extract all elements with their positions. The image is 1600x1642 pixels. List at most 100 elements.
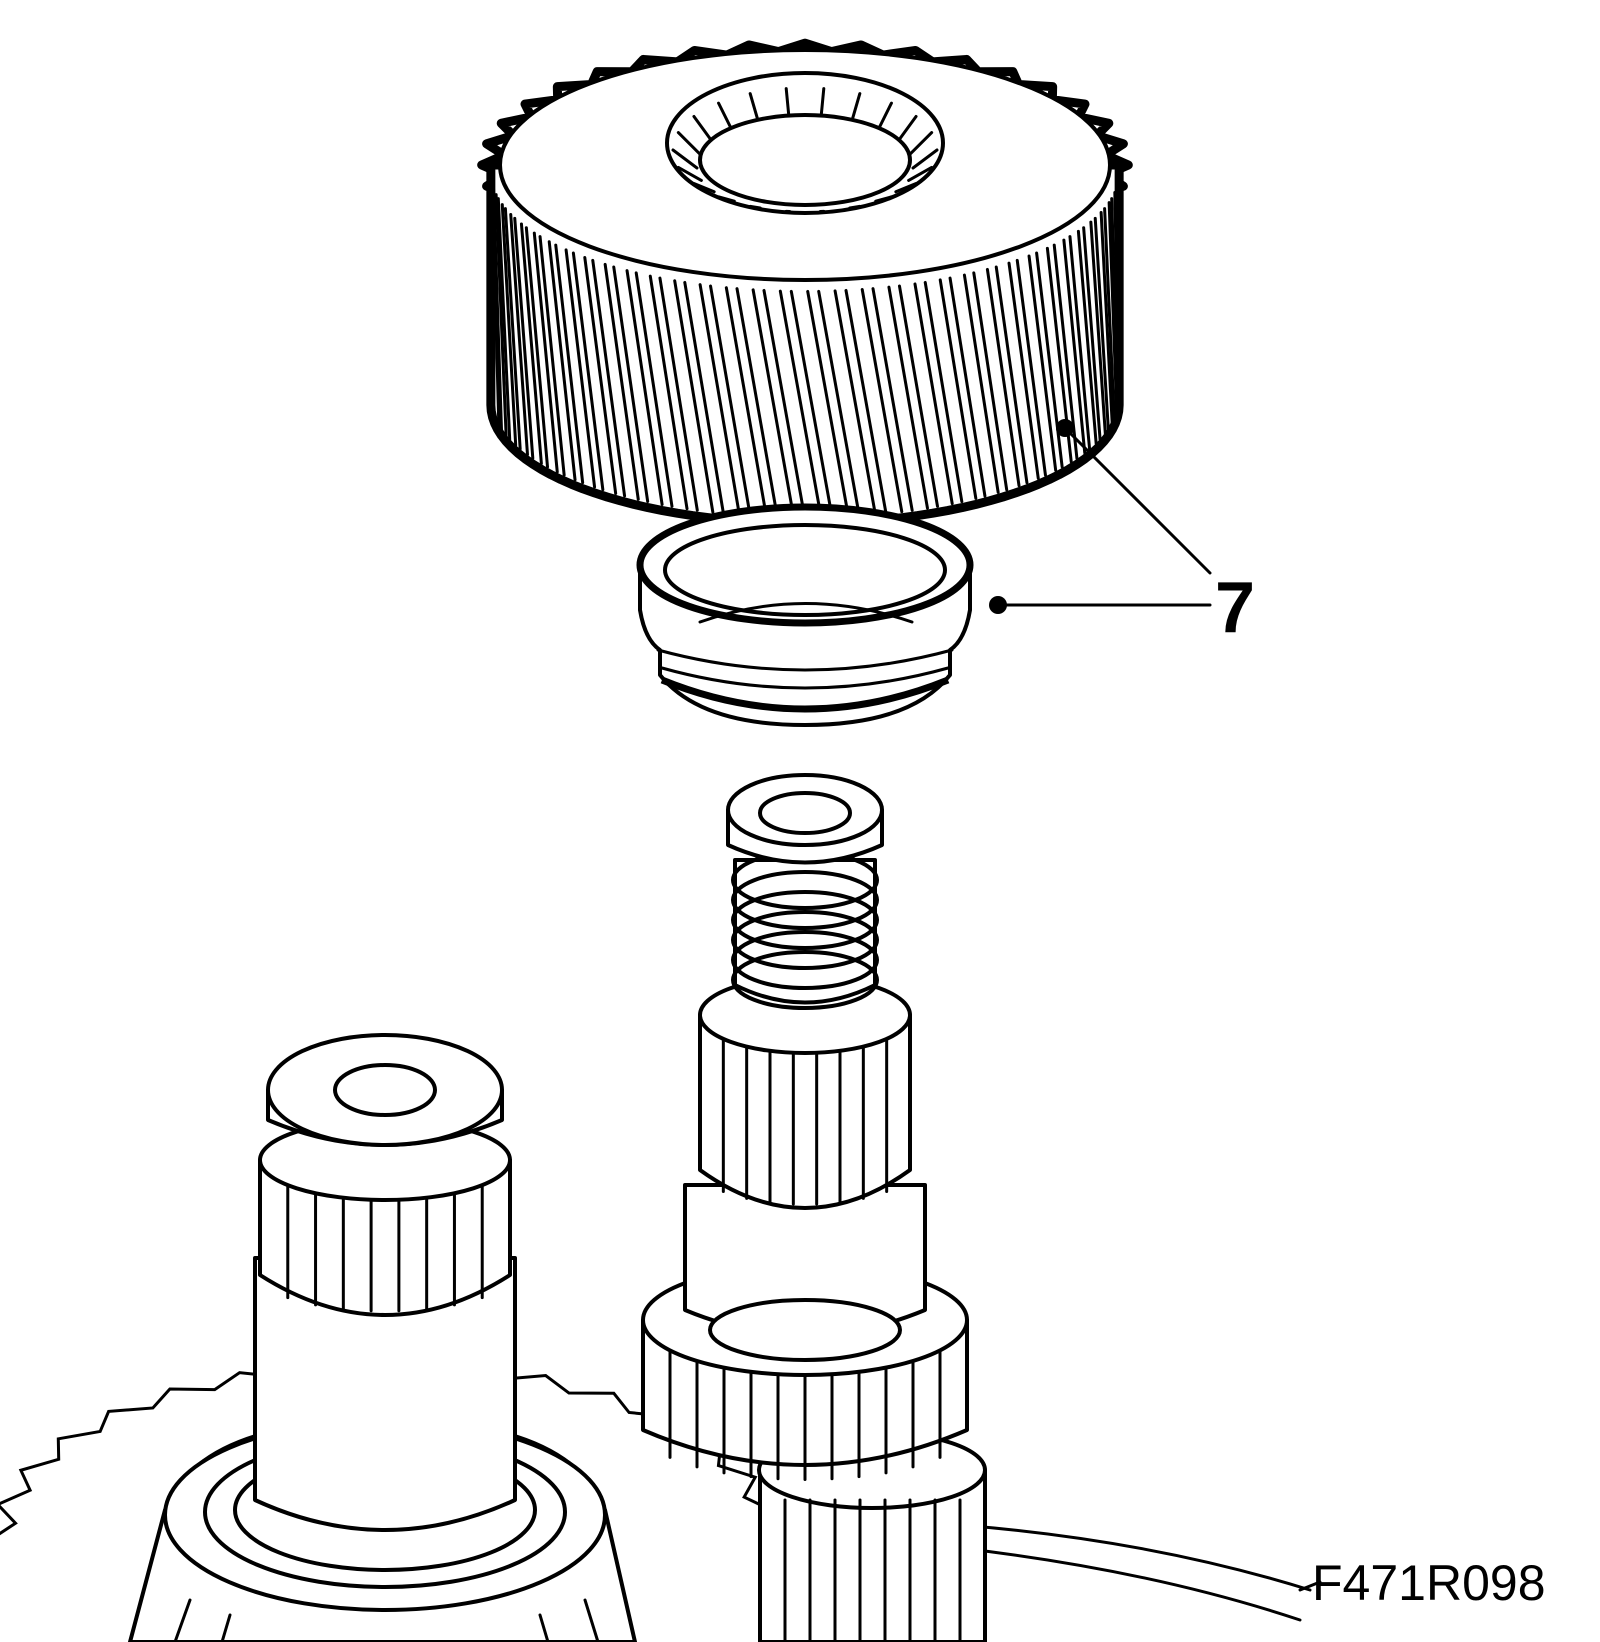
- gear-tooth-line: [887, 285, 929, 510]
- left-shaft-body: [253, 1256, 517, 1532]
- gear-tooth-line: [658, 276, 699, 512]
- right-spline-band: [698, 1013, 912, 1210]
- bore-spline-line: [676, 165, 703, 182]
- callout-number: 7: [1215, 568, 1255, 648]
- gear-tooth-line: [1027, 254, 1058, 472]
- gear-tooth-line: [625, 269, 664, 506]
- right-shaft-tip-bore: [758, 791, 852, 835]
- left-shaft-housing-lines: [173, 1598, 600, 1642]
- gear-tooth-line: [519, 222, 543, 465]
- gear-tooth-line: [564, 248, 597, 489]
- gear-tooth-line: [513, 216, 535, 460]
- bore-spline-line: [748, 204, 762, 210]
- gear-tooth-line: [698, 283, 741, 517]
- bore-spline-line: [911, 148, 939, 170]
- gear-tooth-line: [1110, 197, 1120, 411]
- right-shaft-housing-arc: [958, 1523, 1312, 1622]
- bore-spline-line: [848, 204, 862, 210]
- right-shaft: [641, 773, 1322, 1642]
- gear-tooth-line: [1076, 229, 1098, 445]
- gear-bore-inner: [698, 113, 912, 207]
- gear-tooth-line: [634, 271, 674, 508]
- gear-tooth-line: [612, 265, 650, 504]
- gear-tooth-line: [1062, 238, 1087, 455]
- bore-spline-line: [907, 165, 934, 182]
- gear-tooth-line: [494, 193, 508, 437]
- gear-tooth-line: [833, 289, 877, 516]
- left-spline-band: [258, 1158, 512, 1317]
- gear-tooth-line: [789, 289, 834, 519]
- gear-tooth-line: [985, 267, 1021, 488]
- gear-tooth-line: [817, 289, 861, 518]
- gear-tooth-line: [1107, 201, 1119, 416]
- thread-ring: [731, 910, 879, 970]
- gear-tooth-line: [509, 212, 529, 457]
- gear-tooth-line: [762, 288, 807, 519]
- gear-tooth-line: [496, 197, 512, 441]
- gear-tooth-line: [547, 240, 577, 482]
- synchro-ring-groove-1: [660, 666, 950, 690]
- gear-tooth-line: [913, 282, 954, 506]
- gear-tooth-line: [1082, 226, 1102, 442]
- gear-tooth-line: [1103, 207, 1116, 422]
- gear-tooth-line: [806, 289, 850, 518]
- gear-tooth-line: [778, 289, 823, 519]
- right-shaft-upper-splines: [698, 975, 912, 1210]
- synchro-ring-inner-lower: [698, 602, 914, 624]
- callout-leader-fig: [1298, 1580, 1322, 1592]
- gear-tooth-line: [972, 271, 1009, 492]
- bore-spline-line: [671, 148, 699, 170]
- gear-tooth-line: [938, 278, 978, 500]
- gear-tooth-line: [1099, 211, 1114, 426]
- gear-tooth-line: [751, 288, 796, 519]
- gear-tooth-line: [1093, 216, 1110, 432]
- right-shaft-hub-lower: [708, 1298, 902, 1362]
- callout-dot-gear: [1056, 419, 1074, 437]
- gear-tooth-line: [1089, 220, 1107, 436]
- gear-tooth-line: [844, 288, 888, 515]
- gear-tooth-line: [571, 251, 605, 492]
- gear-tooth-line: [503, 207, 522, 451]
- gear-tooth-line: [1052, 243, 1079, 460]
- callout-7: 7: [989, 419, 1255, 648]
- synchro-ring: [636, 503, 974, 727]
- thread-ring: [731, 890, 879, 950]
- gear-tooth-line: [897, 284, 940, 508]
- thread-ring: [731, 870, 879, 930]
- gear-tooth-line: [735, 287, 779, 519]
- callout-dot-ring: [989, 596, 1007, 614]
- gear-tooth-line: [1068, 235, 1092, 451]
- gear-tooth-line: [1113, 191, 1121, 405]
- gear-tooth-line: [591, 258, 627, 498]
- gear-tooth-line: [871, 287, 914, 512]
- left-shaft: [0, 1033, 777, 1642]
- bore-spline-line: [907, 131, 934, 158]
- gear-tooth-line: [709, 284, 752, 518]
- left-shaft-bore: [333, 1063, 437, 1117]
- synchro-ring-inner: [663, 523, 947, 617]
- helical-gear: [477, 38, 1133, 528]
- left-shaft-splines: [258, 1118, 512, 1317]
- gear-tooth-line: [673, 279, 715, 514]
- gear-tooth-line: [962, 273, 1000, 494]
- gear-tooth-line: [500, 203, 518, 447]
- callout-leader-gear: [1063, 426, 1212, 575]
- bore-spline-line: [894, 182, 918, 194]
- helical-gear-teeth: [490, 182, 1121, 519]
- gear-tooth-line: [524, 226, 550, 469]
- bore-spline-line: [692, 182, 716, 194]
- gear-tooth-line: [860, 287, 904, 514]
- gear-tooth-line: [948, 276, 987, 498]
- thread-ring: [731, 930, 879, 990]
- gear-tooth-line: [923, 280, 964, 504]
- gear-tooth-line: [554, 243, 585, 485]
- bore-spline-line: [717, 195, 736, 203]
- gear-tooth-line: [683, 280, 725, 515]
- synchro-ring-bottom-edge: [660, 676, 950, 713]
- gear-tooth-line: [724, 286, 768, 519]
- gear-tooth-line: [583, 255, 618, 496]
- figure-id: F471R098: [1312, 1555, 1546, 1611]
- synchro-ring-groove-2: [656, 648, 954, 672]
